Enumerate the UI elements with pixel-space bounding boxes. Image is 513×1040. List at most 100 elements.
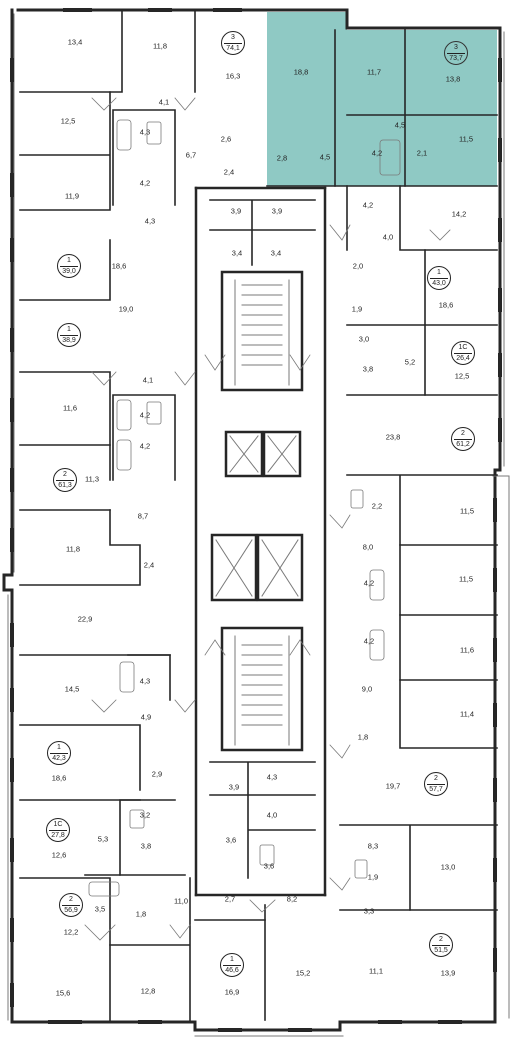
room-area-label: 3,8 (362, 364, 374, 374)
room-area-label: 4,1 (142, 375, 154, 385)
room-area-label: 16,3 (225, 71, 241, 81)
room-area-label: 3,6 (263, 861, 275, 871)
room-area-label: 4,9 (140, 712, 152, 722)
room-area-label: 11,9 (64, 191, 80, 201)
room-area-label: 4,0 (266, 810, 278, 820)
bathroom-fixtures (88, 119, 401, 897)
room-area-label: 2,7 (224, 894, 236, 904)
room-area-label: 14,5 (64, 684, 80, 694)
room-area-label: 23,8 (385, 432, 401, 442)
room-area-label: 2,4 (143, 560, 155, 570)
room-area-label: 11,0 (173, 896, 189, 906)
room-area-label: 3,4 (270, 248, 282, 258)
room-area-label: 3,0 (358, 334, 370, 344)
room-area-label: 2,1 (416, 148, 428, 158)
room-area-label: 12,5 (60, 116, 76, 126)
room-area-label: 11,5 (458, 134, 474, 144)
room-area-label: 1,9 (367, 872, 379, 882)
room-area-label: 3,2 (139, 810, 151, 820)
room-area-label: 15,2 (295, 968, 311, 978)
room-area-label: 11,3 (84, 474, 100, 484)
room-area-label: 12,5 (454, 371, 470, 381)
exterior-wall (2, 8, 502, 1032)
room-area-label: 5,2 (404, 357, 416, 367)
partition-walls (19, 11, 498, 1021)
room-area-label: 2,2 (371, 501, 383, 511)
room-area-label: 4,5 (394, 120, 406, 130)
room-area-label: 1,8 (135, 909, 147, 919)
room-area-label: 5,3 (97, 834, 109, 844)
room-area-label: 11,5 (458, 574, 474, 584)
room-area-label: 4,3 (144, 216, 156, 226)
stair-core (210, 270, 304, 752)
stair-flights (215, 279, 299, 746)
room-area-label: 11,8 (152, 41, 168, 51)
room-area-label: 11,4 (459, 709, 475, 719)
room-area-label: 4,2 (139, 410, 151, 420)
room-area-label: 3,6 (225, 835, 237, 845)
room-area-label: 1,9 (351, 304, 363, 314)
room-area-label: 13,4 (67, 37, 83, 47)
room-area-label: 9,0 (361, 684, 373, 694)
room-area-label: 16,9 (224, 987, 240, 997)
room-area-label: 11,7 (366, 67, 382, 77)
room-area-label: 18,6 (438, 300, 454, 310)
room-area-label: 2,9 (151, 769, 163, 779)
room-area-label: 2,8 (276, 153, 288, 163)
room-area-label: 4,2 (139, 441, 151, 451)
room-area-label: 4,2 (139, 178, 151, 188)
room-area-label: 3,9 (230, 206, 242, 216)
highlighted-apartment-fill[interactable] (267, 12, 497, 186)
windows (10, 8, 502, 1032)
room-area-label: 14,2 (451, 209, 467, 219)
room-area-label: 2,4 (223, 167, 235, 177)
room-area-label: 12,6 (51, 850, 67, 860)
room-area-label: 4,2 (371, 148, 383, 158)
room-area-label: 4,2 (363, 578, 375, 588)
corridor-walls (194, 186, 327, 897)
room-area-label: 8,7 (137, 511, 149, 521)
room-area-label: 11,6 (459, 645, 475, 655)
room-area-label: 13,9 (440, 968, 456, 978)
room-area-label: 19,7 (385, 781, 401, 791)
room-area-label: 19,0 (118, 304, 134, 314)
room-area-label: 4,3 (266, 772, 278, 782)
room-area-label: 18,8 (293, 67, 309, 77)
room-area-label: 2,6 (220, 134, 232, 144)
room-area-label: 1,8 (357, 732, 369, 742)
room-area-label: 12,8 (140, 986, 156, 996)
room-area-label: 6,7 (185, 150, 197, 160)
room-area-label: 2,0 (352, 261, 364, 271)
room-area-label: 4,2 (362, 200, 374, 210)
room-area-label: 3,4 (231, 248, 243, 258)
room-area-label: 12,2 (63, 927, 79, 937)
room-area-label: 4,0 (382, 232, 394, 242)
room-area-label: 3,8 (140, 841, 152, 851)
room-area-label: 3,3 (363, 906, 375, 916)
room-area-label: 15,6 (55, 988, 71, 998)
room-area-label: 11,8 (65, 544, 81, 554)
window-outline (7, 13, 510, 1037)
room-area-label: 3,9 (271, 206, 283, 216)
room-area-label: 13,8 (445, 74, 461, 84)
room-area-label: 3,9 (228, 782, 240, 792)
room-area-label: 11,5 (459, 506, 475, 516)
room-area-label: 18,6 (111, 261, 127, 271)
room-area-label: 8,2 (286, 894, 298, 904)
